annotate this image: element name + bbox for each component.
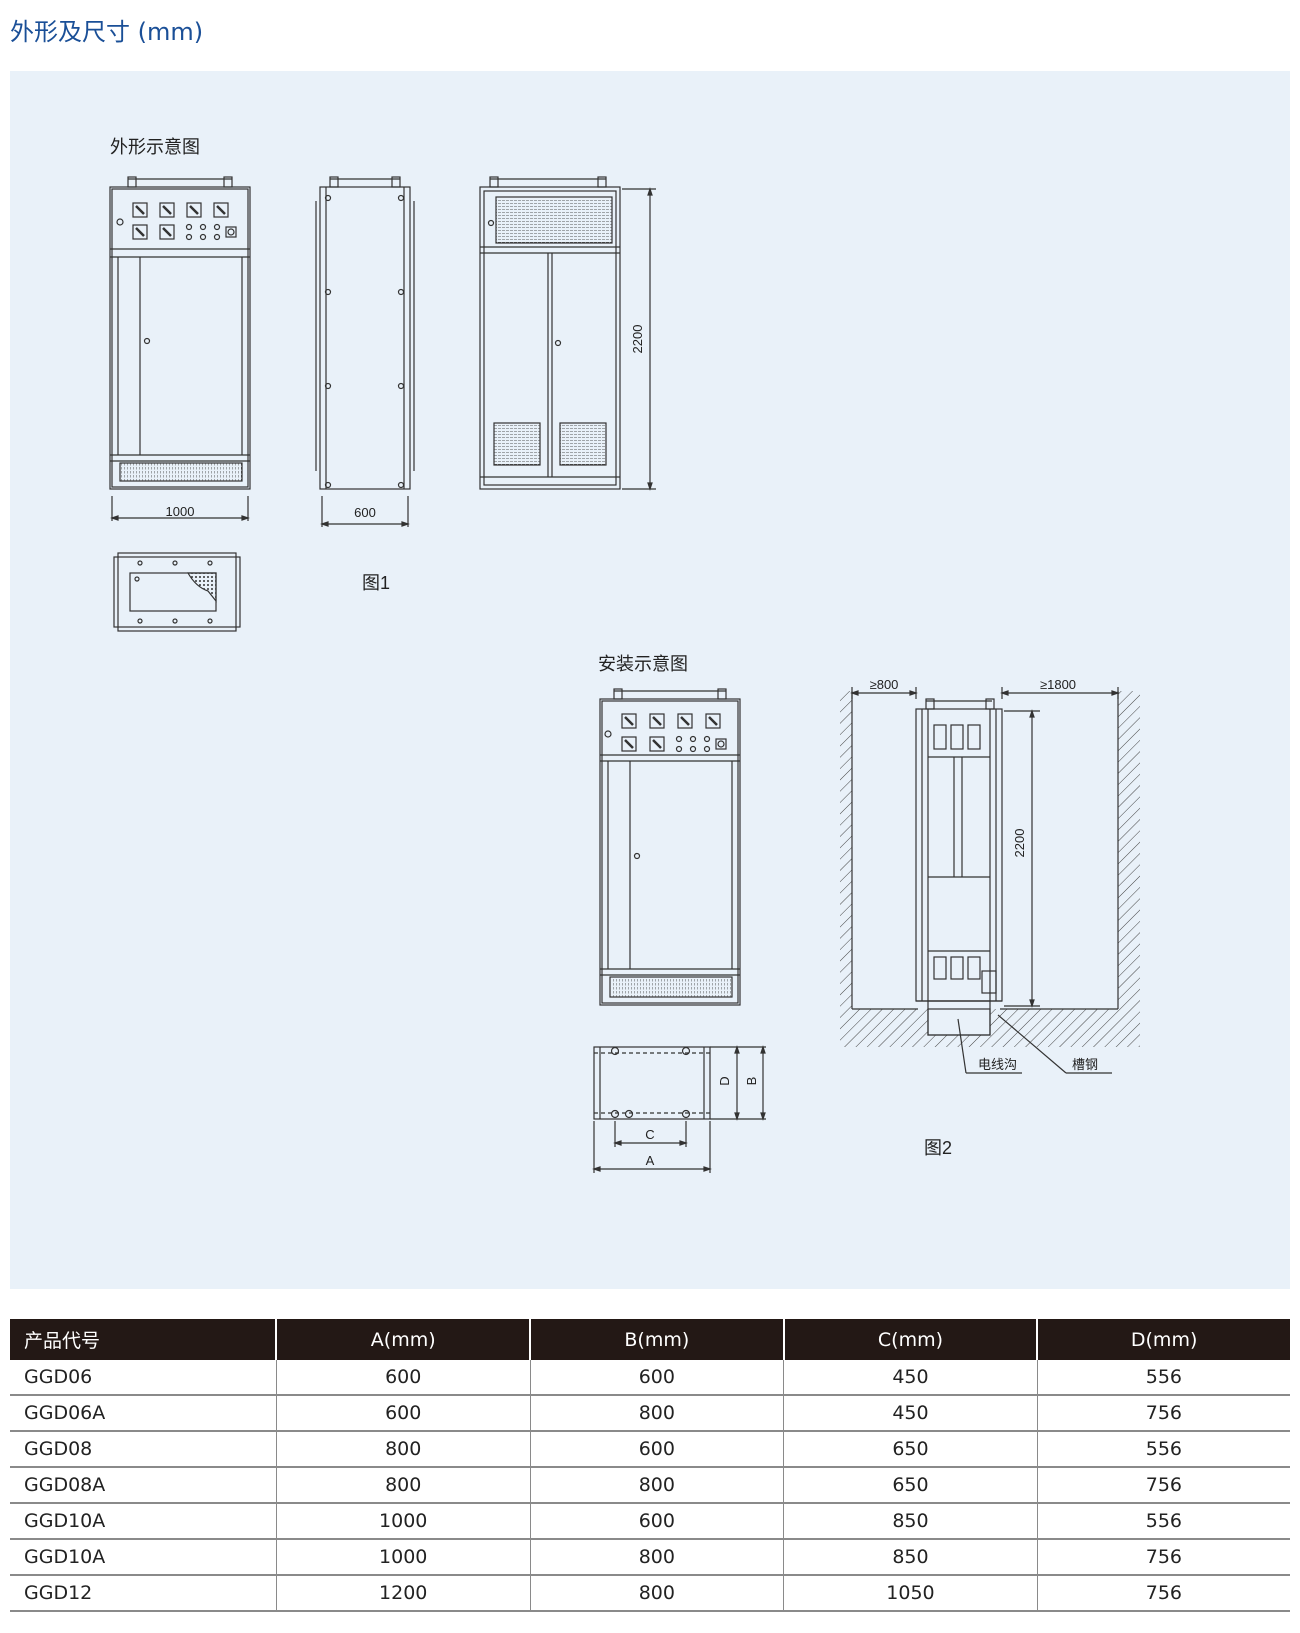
cell-d: 556: [1036, 1503, 1290, 1540]
cell-b: 600: [529, 1431, 784, 1468]
table-row: GGD08 800 600 650 556: [10, 1431, 1290, 1468]
cell-b: 800: [529, 1395, 784, 1432]
cell-d: 556: [1036, 1360, 1290, 1396]
base-d-label: D: [717, 1076, 732, 1085]
cell-b: 800: [529, 1575, 784, 1612]
outline-caption: 外形示意图: [110, 137, 200, 157]
specs-table: 产品代号 A(mm) B(mm) C(mm) D(mm) GGD06 600 6…: [10, 1319, 1290, 1612]
col-header-a: A(mm): [275, 1319, 531, 1360]
cell-model: GGD10A: [10, 1539, 277, 1576]
height-label: 2200: [630, 325, 645, 354]
cabinet-top-view: [113, 552, 241, 632]
technical-drawing: 外形示意图 安装示意图 图1 图2: [109, 137, 1140, 1173]
cell-a: 1000: [275, 1503, 531, 1540]
cell-model: GGD08A: [10, 1467, 277, 1504]
install-height-label: 2200: [1012, 829, 1027, 858]
install-section-view: ≥800 ≥1800 2200 电线沟 槽钢: [840, 677, 1140, 1074]
cell-a: 600: [275, 1395, 531, 1432]
cell-d: 556: [1036, 1431, 1290, 1468]
table-row: GGD10A 1000 600 850 556: [10, 1503, 1290, 1540]
table-row: GGD10A 1000 800 850 756: [10, 1539, 1290, 1576]
front-clearance-label: ≥800: [870, 677, 899, 692]
cell-a: 600: [275, 1360, 531, 1396]
table-row: GGD12 1200 800 1050 756: [10, 1575, 1290, 1612]
base-b-label: B: [744, 1077, 759, 1086]
col-header-c: C(mm): [782, 1319, 1038, 1360]
cell-model: GGD10A: [10, 1503, 277, 1540]
cell-model: GGD08: [10, 1431, 277, 1468]
fig1-label: 图1: [362, 573, 390, 593]
cell-b: 600: [529, 1503, 784, 1540]
cell-c: 1050: [783, 1575, 1038, 1612]
channel-steel-label: 槽钢: [1072, 1057, 1098, 1072]
cell-c: 450: [783, 1360, 1038, 1396]
table-row: GGD08A 800 800 650 756: [10, 1467, 1290, 1504]
page-title: 外形及尺寸 (mm): [10, 18, 204, 46]
col-header-model: 产品代号: [10, 1319, 277, 1360]
cell-c: 650: [783, 1467, 1038, 1504]
cell-c: 650: [783, 1431, 1038, 1468]
cell-c: 450: [783, 1395, 1038, 1432]
table-header-row: 产品代号 A(mm) B(mm) C(mm) D(mm): [10, 1319, 1290, 1360]
cell-a: 800: [275, 1431, 531, 1468]
cell-model: GGD12: [10, 1575, 277, 1612]
cable-trench-label: 电线沟: [978, 1057, 1017, 1072]
table-row: GGD06 600 600 450 556: [10, 1360, 1290, 1396]
col-header-d: D(mm): [1036, 1319, 1290, 1360]
cell-d: 756: [1036, 1395, 1290, 1432]
cell-d: 756: [1036, 1575, 1290, 1612]
cell-c: 850: [783, 1539, 1038, 1576]
cabinet-side-view: 600: [315, 176, 415, 527]
cell-b: 800: [529, 1467, 784, 1504]
table-row: GGD06A 600 800 450 756: [10, 1395, 1290, 1432]
cabinet-front-view: 1000: [109, 176, 251, 521]
cell-a: 800: [275, 1467, 531, 1504]
cell-d: 756: [1036, 1539, 1290, 1576]
base-c-label: C: [645, 1127, 654, 1142]
figure-panel: 外形示意图 安装示意图 图1 图2: [10, 71, 1290, 1289]
base-a-label: A: [646, 1153, 655, 1168]
cell-b: 600: [529, 1360, 784, 1396]
install-front-view: [599, 688, 741, 1006]
col-header-b: B(mm): [529, 1319, 784, 1360]
side-depth-label: 600: [354, 505, 376, 520]
front-width-label: 1000: [166, 504, 195, 519]
cell-a: 1200: [275, 1575, 531, 1612]
cell-model: GGD06A: [10, 1395, 277, 1432]
cell-model: GGD06: [10, 1360, 277, 1396]
fig2-label: 图2: [924, 1138, 952, 1158]
cell-a: 1000: [275, 1539, 531, 1576]
install-caption: 安装示意图: [598, 654, 688, 674]
cell-b: 800: [529, 1539, 784, 1576]
install-base-plan: D B C A: [592, 1045, 766, 1173]
cell-d: 756: [1036, 1467, 1290, 1504]
rear-clearance-label: ≥1800: [1040, 677, 1076, 692]
cell-c: 850: [783, 1503, 1038, 1540]
cabinet-rear-view: 2200: [479, 176, 656, 491]
